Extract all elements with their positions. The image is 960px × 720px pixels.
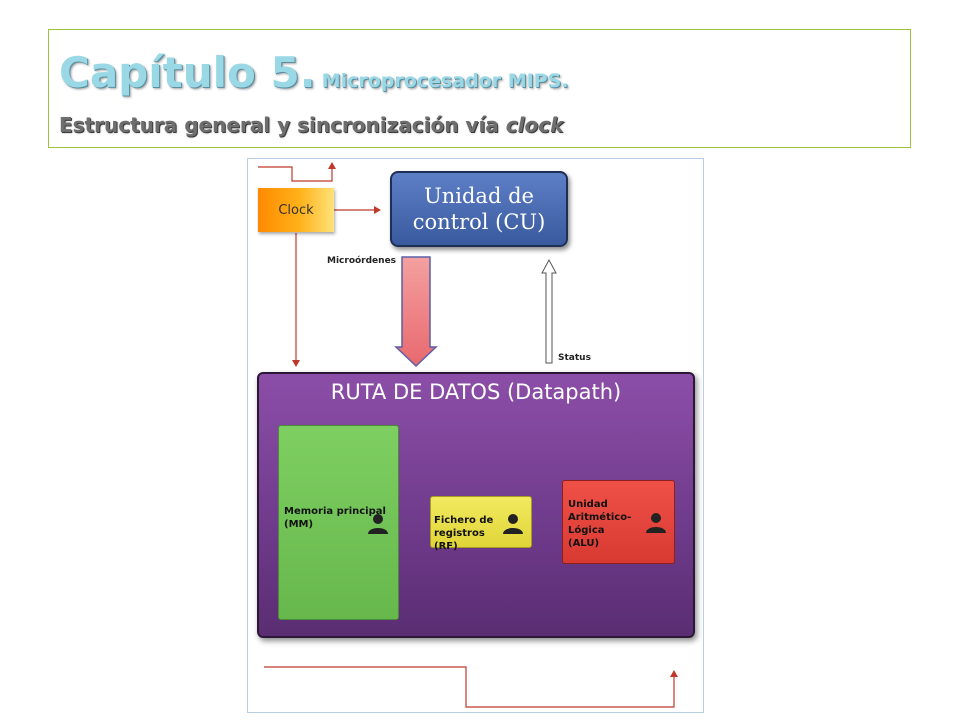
datapath-title: RUTA DE DATOS (Datapath) xyxy=(330,380,622,404)
slide-subtitle-emphasis: clock xyxy=(505,113,564,137)
chapter-title: Capítulo 5. xyxy=(59,48,316,97)
clock-box: Clock xyxy=(258,188,334,232)
status-label: Status xyxy=(558,353,591,363)
title-box: Capítulo 5.Microprocesador MIPS. Estruct… xyxy=(48,29,911,148)
main-memory-box: Memoria principal (MM) xyxy=(278,425,399,620)
person-icon xyxy=(646,513,666,533)
microorders-arrow xyxy=(394,256,438,368)
title-heading: Capítulo 5.Microprocesador MIPS. xyxy=(59,48,569,97)
slide-subtitle-text: Estructura general y sincronización vía xyxy=(59,113,506,137)
person-icon xyxy=(368,514,388,534)
status-arrow xyxy=(541,258,557,364)
alu-label: Unidad Aritmético- Lógica (ALU) xyxy=(568,499,632,549)
microorders-label: Microórdenes xyxy=(327,256,397,266)
control-unit-box: Unidad de control (CU) xyxy=(390,171,568,247)
clock-label: Clock xyxy=(278,202,314,218)
datapath-box: RUTA DE DATOS (Datapath) Memoria princip… xyxy=(257,372,695,638)
register-file-box: Fichero de registros (RF) xyxy=(430,496,532,552)
chapter-subtitle: Microprocesador MIPS. xyxy=(321,70,569,92)
person-icon xyxy=(503,514,523,534)
alu-box: Unidad Aritmético- Lógica (ALU) xyxy=(562,480,675,564)
diagram-frame: Clock Unidad de control (CU) Microórdene… xyxy=(247,158,704,713)
top-clock-signal xyxy=(258,162,336,182)
main-memory-label: Memoria principal (MM) xyxy=(284,506,386,530)
bottom-clock-signal xyxy=(264,666,678,708)
register-file-label: Fichero de registros (RF) xyxy=(434,515,494,552)
slide-subtitle: Estructura general y sincronización vía … xyxy=(59,113,563,137)
clock-wires xyxy=(258,162,678,708)
